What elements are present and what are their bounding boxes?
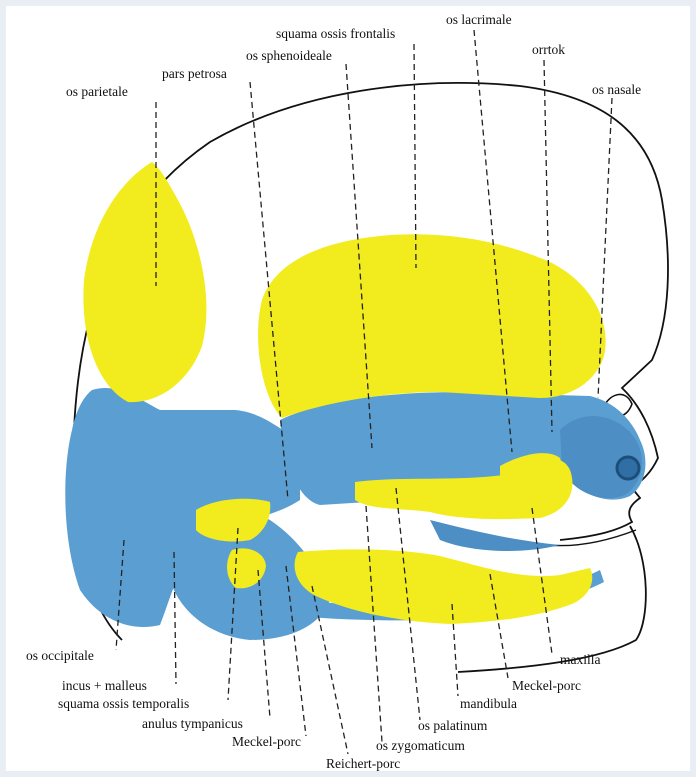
label-squama-ossis-temporalis: squama ossis temporalis [58,696,189,711]
label-maxilla: maxilla [560,652,601,667]
label-pars-petrosa: pars petrosa [162,66,227,81]
label-meckel-porc-right: Meckel-porc [512,678,581,693]
label-anulus-tympanicus: anulus tympanicus [142,716,243,731]
label-os-occipitale: os occipitale [26,648,94,663]
leader-os-nasale [598,98,612,398]
frontal-bone [258,234,606,418]
palatine-cartilage [430,520,560,551]
label-os-zygomaticum: os zygomaticum [376,738,465,753]
label-squama-ossis-frontalis: squama ossis frontalis [276,26,395,41]
label-incus-malleus: incus + malleus [62,678,147,693]
label-os-palatinum: os palatinum [418,718,488,733]
parietal-bone [83,162,206,402]
label-reichert-porc: Reichert-porc [326,756,400,771]
mouth-line [548,530,636,546]
leader-zygomaticum [366,506,382,742]
label-os-lacrimale: os lacrimale [446,12,512,27]
label-os-nasale: os nasale [592,82,641,97]
label-os-parietale: os parietale [66,84,128,99]
label-meckel-porc-bottom: Meckel-porc [232,734,301,749]
label-os-sphenoideale: os sphenoideale [246,48,332,63]
label-orrtok: orrtok [532,42,565,57]
label-mandibula: mandibula [460,696,517,711]
nostril-icon [617,457,639,479]
